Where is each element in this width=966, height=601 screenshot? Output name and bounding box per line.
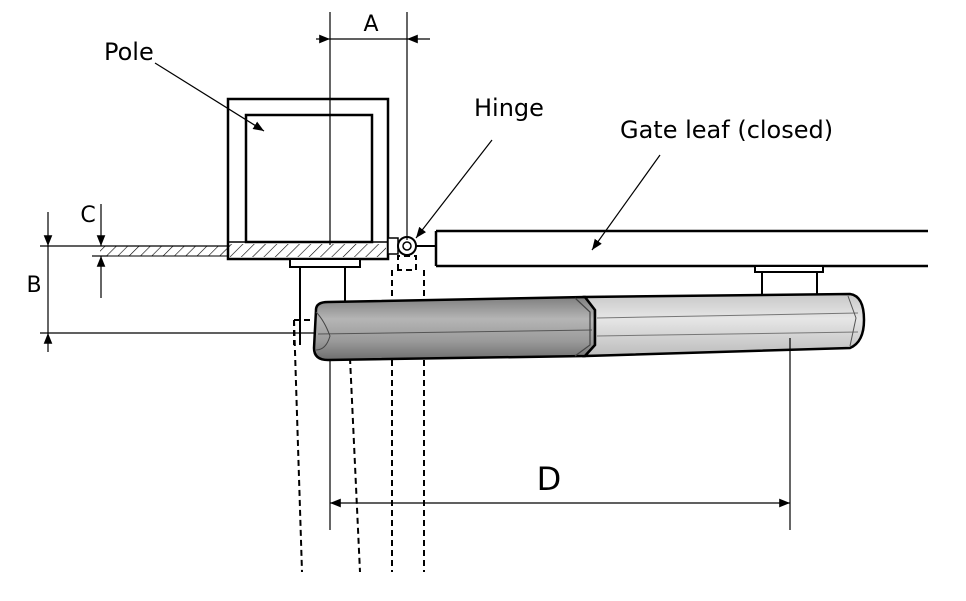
dimension-d-label: D xyxy=(537,460,562,498)
actuator-rod xyxy=(582,292,866,358)
dimension-b xyxy=(40,212,316,352)
dimension-a-label: A xyxy=(363,12,378,37)
dimension-d xyxy=(329,338,791,530)
gate-leaf-label: Gate leaf (closed) xyxy=(620,116,833,144)
pole-label: Pole xyxy=(104,38,154,66)
dimension-b-label: B xyxy=(26,273,41,298)
gate-leaf-shape xyxy=(434,229,928,268)
dimension-a xyxy=(316,12,430,245)
leader-lines xyxy=(154,62,661,251)
rear-bracket xyxy=(289,258,361,345)
wall-hatch xyxy=(100,245,230,257)
dimension-c xyxy=(92,204,108,298)
hinge-label: Hinge xyxy=(474,94,544,122)
hinge-shape xyxy=(387,236,436,256)
actuator-motor xyxy=(312,295,597,362)
dimension-c-label: C xyxy=(80,203,95,228)
